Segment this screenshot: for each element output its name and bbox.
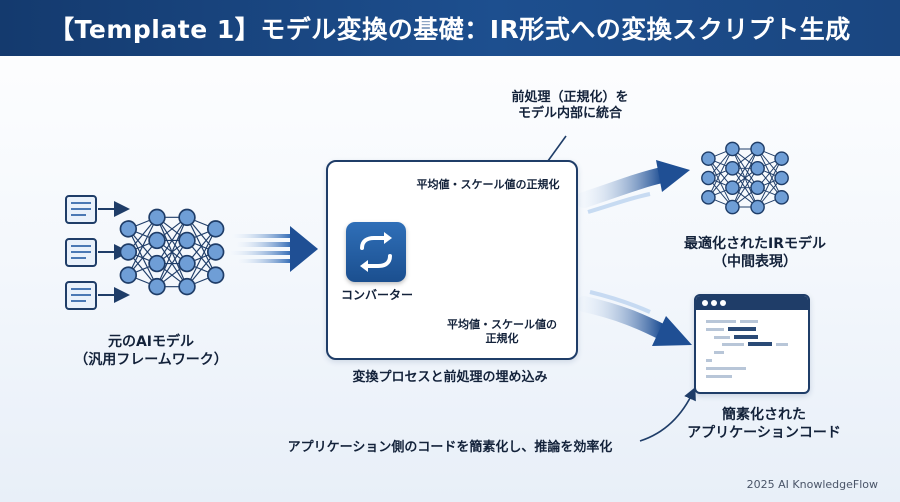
ir-model-label: 最適化されたIRモデル （中間表現） [660, 236, 850, 271]
network-node [774, 170, 789, 186]
process-label: 変換プロセスと前処理の埋め込み [352, 370, 548, 385]
network-node [774, 151, 789, 166]
network-edge [731, 148, 759, 208]
network-node [178, 208, 196, 227]
neural-network-icon [701, 141, 789, 215]
network-node [148, 277, 166, 296]
network-node [701, 190, 716, 205]
app-code-label-line2: アプリケーションコード [687, 424, 841, 441]
neural-network-icon [119, 208, 225, 296]
network-node [750, 141, 765, 157]
ir-model-label-line1: 最適化されたIRモデル [684, 236, 826, 252]
ir-model-label-line2: （中間表現） [713, 253, 797, 270]
app-note: アプリケーション側のコードを簡素化し、推論を効率化 [287, 440, 613, 455]
app-code-label: 簡素化された アプリケーションコード [664, 407, 864, 442]
network-edge [732, 148, 758, 188]
network-node [774, 190, 789, 205]
page-title: 【Template 1】モデル変換の基礎：IR形式への変換スクリプト生成 [49, 15, 851, 44]
network-node [701, 170, 716, 186]
network-node [750, 199, 765, 215]
network-node [750, 161, 765, 176]
network-node [725, 180, 740, 195]
network-node [119, 220, 138, 238]
converter-icon [346, 222, 406, 282]
network-edge [707, 148, 733, 198]
network-node [178, 277, 196, 296]
credit-text: 2025 AI KnowledgeFlow [746, 478, 878, 491]
source-model-label-line1: 元のAIモデル [107, 334, 195, 350]
header-bar: 【Template 1】モデル変換の基礎：IR形式への変換スクリプト生成 [0, 0, 900, 56]
converter-label: コンバーター [340, 288, 413, 302]
network-node [725, 141, 740, 157]
network-edge [186, 228, 217, 287]
preprocess-note-line2: モデル内部に統合 [517, 106, 622, 122]
network-node [119, 266, 138, 284]
network-node [701, 151, 716, 166]
network-node [206, 266, 225, 284]
document-icon [65, 195, 97, 224]
network-node [148, 208, 166, 227]
flow-arrow-to-ir-model [576, 160, 690, 214]
pointer-arrow [639, 387, 696, 442]
network-node [725, 199, 740, 215]
network-edge [156, 240, 188, 287]
preprocess-note-line1: 前処理（正規化）を [511, 90, 629, 105]
network-edge [156, 217, 188, 264]
network-edge [732, 168, 758, 208]
flow-arrow-to-app-code [576, 290, 692, 346]
network-node [725, 161, 740, 176]
network-edge [757, 158, 783, 208]
code-window-icon [694, 294, 810, 394]
normalization-label-top: 平均値・スケール値の正規化 [416, 178, 560, 191]
network-node [206, 243, 225, 261]
network-node [178, 254, 196, 273]
network-node [148, 254, 166, 273]
source-model-label-line2: （汎用フレームワーク） [74, 351, 228, 368]
preprocess-note: 前処理（正規化）を モデル内部に統合 [470, 90, 670, 123]
network-node [148, 231, 166, 250]
normalization-label-bottom-line2: 正規化 [485, 331, 519, 345]
network-node [750, 180, 765, 195]
network-node [178, 231, 196, 250]
network-edge [156, 217, 188, 287]
normalization-label-bottom-line1: 平均値・スケール値の [447, 318, 557, 331]
app-code-label-line1: 簡素化された [722, 407, 806, 423]
network-edge [127, 217, 158, 276]
network-node [119, 243, 138, 261]
normalization-label-bottom: 平均値・スケール値の 正規化 [432, 318, 572, 346]
document-icon [65, 281, 97, 310]
flow-arrow-to-converter [230, 226, 318, 272]
source-model-label: 元のAIモデル （汎用フレームワーク） [66, 334, 236, 369]
network-node [206, 220, 225, 238]
document-icon [65, 238, 97, 267]
